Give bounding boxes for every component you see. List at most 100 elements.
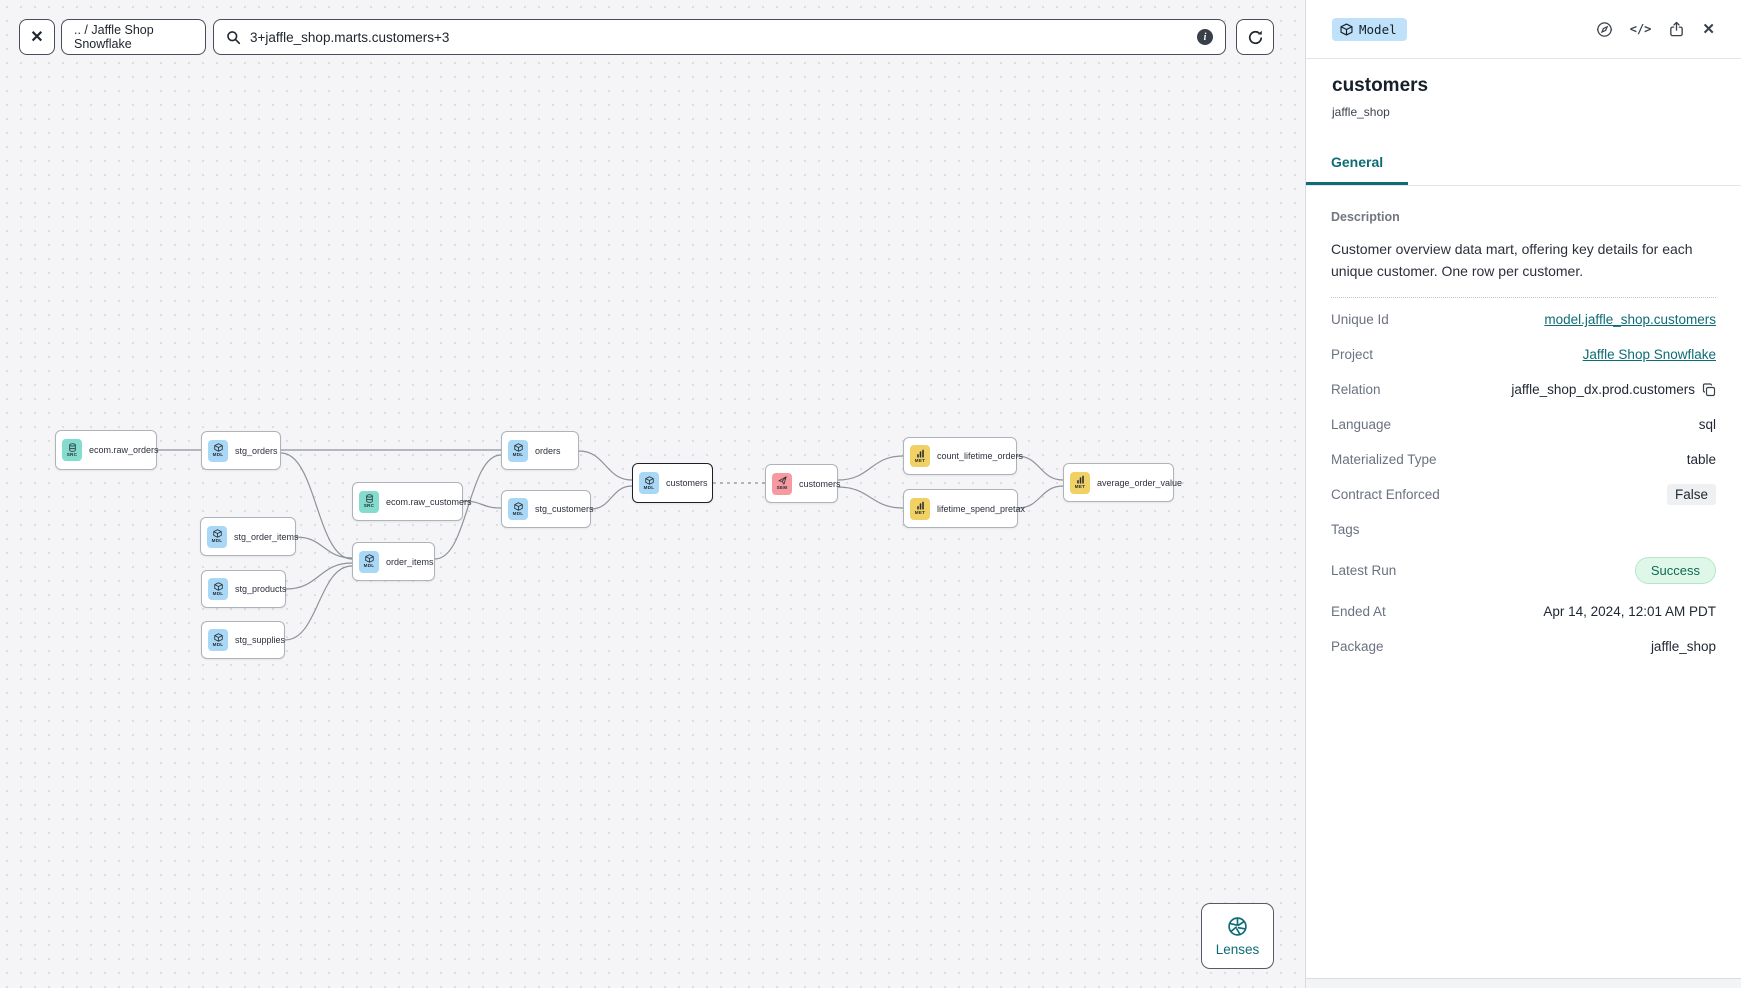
- node-label: stg_customers: [535, 504, 594, 514]
- copy-icon[interactable]: [1702, 383, 1716, 397]
- node-label: lifetime_spend_pretax: [937, 503, 1026, 514]
- field-label-package: Package: [1331, 639, 1384, 655]
- node-ecom-raw-customers[interactable]: SRC ecom.raw_customers: [352, 482, 472, 521]
- cube-icon: MDL: [639, 472, 659, 494]
- panel-footer: [1306, 978, 1741, 988]
- edge-customers-sem-to-count-lifetime-orders: [837, 455, 904, 481]
- package-subtitle: jaffle_shop: [1332, 105, 1390, 119]
- search-icon: [226, 30, 241, 45]
- close-panel-icon[interactable]: ✕: [1702, 21, 1715, 38]
- node-stg-orders[interactable]: MDL stg_orders: [201, 431, 281, 470]
- info-icon[interactable]: i: [1197, 29, 1213, 45]
- field-label-materialized-type: Materialized Type: [1331, 452, 1437, 468]
- search-input[interactable]: [250, 29, 1188, 45]
- node-label: count_lifetime_orders: [937, 451, 1024, 461]
- explore-lens-icon[interactable]: [1596, 21, 1613, 38]
- field-row-tags: Tags: [1331, 512, 1716, 547]
- field-label-language: Language: [1331, 417, 1392, 433]
- cube-icon: MDL: [208, 629, 228, 651]
- field-label-project: Project: [1331, 347, 1374, 363]
- field-label-unique-id: Unique Id: [1331, 312, 1389, 328]
- node-stg-customers[interactable]: MDL stg_customers: [501, 490, 594, 528]
- lenses-button[interactable]: Lenses: [1201, 903, 1274, 969]
- node-label: customers: [799, 478, 841, 489]
- field-value-wrap-language: sql: [1699, 417, 1716, 432]
- field-label-latest-run: Latest Run: [1331, 563, 1397, 579]
- description-text: Customer overview data mart, offering ke…: [1331, 241, 1693, 280]
- node-label: ecom.raw_customers: [386, 496, 472, 507]
- contract-enforced-badge: False: [1666, 484, 1716, 506]
- resource-type-badge: Model: [1332, 17, 1407, 41]
- field-label-contract-enforced: Contract Enforced: [1331, 487, 1440, 503]
- refresh-button[interactable]: [1236, 19, 1274, 55]
- field-value-wrap-materialized-type: table: [1687, 452, 1716, 467]
- cube-icon: MDL: [359, 550, 379, 573]
- node-stg-products[interactable]: MDL stg_products: [201, 570, 287, 608]
- field-value-unique-id: model.jaffle_shop.customers: [1544, 312, 1716, 328]
- refresh-icon: [1247, 29, 1264, 46]
- cube-icon: MDL: [508, 498, 528, 520]
- resource-detail-panel: Model </> ✕ customers jaffle_shop Genera…: [1305, 0, 1741, 988]
- field-label-tags: Tags: [1331, 522, 1360, 538]
- node-label: ecom.raw_orders: [89, 445, 159, 455]
- field-value-wrap-package: jaffle_shop: [1651, 639, 1716, 654]
- breadcrumb-label: .. / Jaffle Shop Snowflake: [74, 23, 154, 51]
- field-row-package: Package jaffle_shop: [1331, 629, 1716, 664]
- field-value-wrap-latest-run: Success: [1634, 557, 1716, 585]
- field-row-project: Project Jaffle Shop Snowflake: [1331, 337, 1716, 372]
- field-value-materialized-type: table: [1686, 452, 1716, 468]
- edge-stg-products-to-order-items: [285, 562, 353, 590]
- panel-body: Description Customer overview data mart,…: [1306, 186, 1741, 664]
- field-row-relation: Relation jaffle_shop_dx.prod.customers: [1331, 372, 1716, 407]
- field-row-language: Language sql: [1331, 407, 1716, 442]
- field-value-wrap-contract-enforced: False: [1666, 484, 1716, 506]
- bar-chart-icon: MET: [1070, 471, 1090, 494]
- field-row-latest-run: Latest Run Success: [1331, 553, 1716, 588]
- breadcrumb[interactable]: .. / Jaffle Shop Snowflake: [61, 19, 206, 55]
- field-value-wrap-project[interactable]: Jaffle Shop Snowflake: [1583, 347, 1716, 362]
- cube-icon: MDL: [208, 578, 228, 600]
- panel-actions: </> ✕: [1596, 20, 1715, 38]
- field-value-language: sql: [1698, 417, 1716, 433]
- edge-stg-order-items-to-order-items: [295, 536, 353, 559]
- resource-type-label: Model: [1359, 21, 1397, 37]
- node-average-order-value[interactable]: MET average_order_value: [1063, 463, 1182, 502]
- divider: [1331, 297, 1716, 299]
- panel-title-block: customers jaffle_shop General: [1306, 59, 1741, 186]
- node-label: average_order_value: [1097, 477, 1183, 488]
- node-label: stg_products: [235, 584, 287, 594]
- field-value-wrap-unique-id[interactable]: model.jaffle_shop.customers: [1544, 312, 1716, 327]
- database-icon: SRC: [359, 490, 379, 513]
- lenses-aperture-icon: [1227, 916, 1248, 937]
- edge-stg-supplies-to-order-items: [284, 565, 353, 641]
- cube-icon: MDL: [208, 439, 228, 462]
- node-label: stg_orders: [235, 445, 278, 456]
- field-value-relation: jaffle_shop_dx.prod.customers: [1511, 382, 1695, 398]
- cube-icon: MDL: [508, 439, 528, 462]
- panel-header: Model </> ✕: [1306, 0, 1741, 59]
- edge-stg-customers-to-customers: [590, 485, 633, 510]
- tab-general[interactable]: General: [1306, 145, 1409, 185]
- database-icon: SRC: [62, 439, 82, 461]
- view-code-icon[interactable]: </>: [1629, 22, 1652, 36]
- share-icon[interactable]: [1668, 21, 1685, 38]
- node-label: stg_order_items: [234, 531, 299, 542]
- lineage-search: i: [213, 19, 1226, 55]
- close-lineage-button[interactable]: ✕: [19, 19, 55, 55]
- field-value-package: jaffle_shop: [1650, 639, 1716, 655]
- field-label-relation: Relation: [1331, 382, 1381, 398]
- field-row-contract-enforced: Contract Enforced False: [1331, 477, 1716, 512]
- node-ecom-raw-orders[interactable]: SRC ecom.raw_orders: [55, 430, 159, 470]
